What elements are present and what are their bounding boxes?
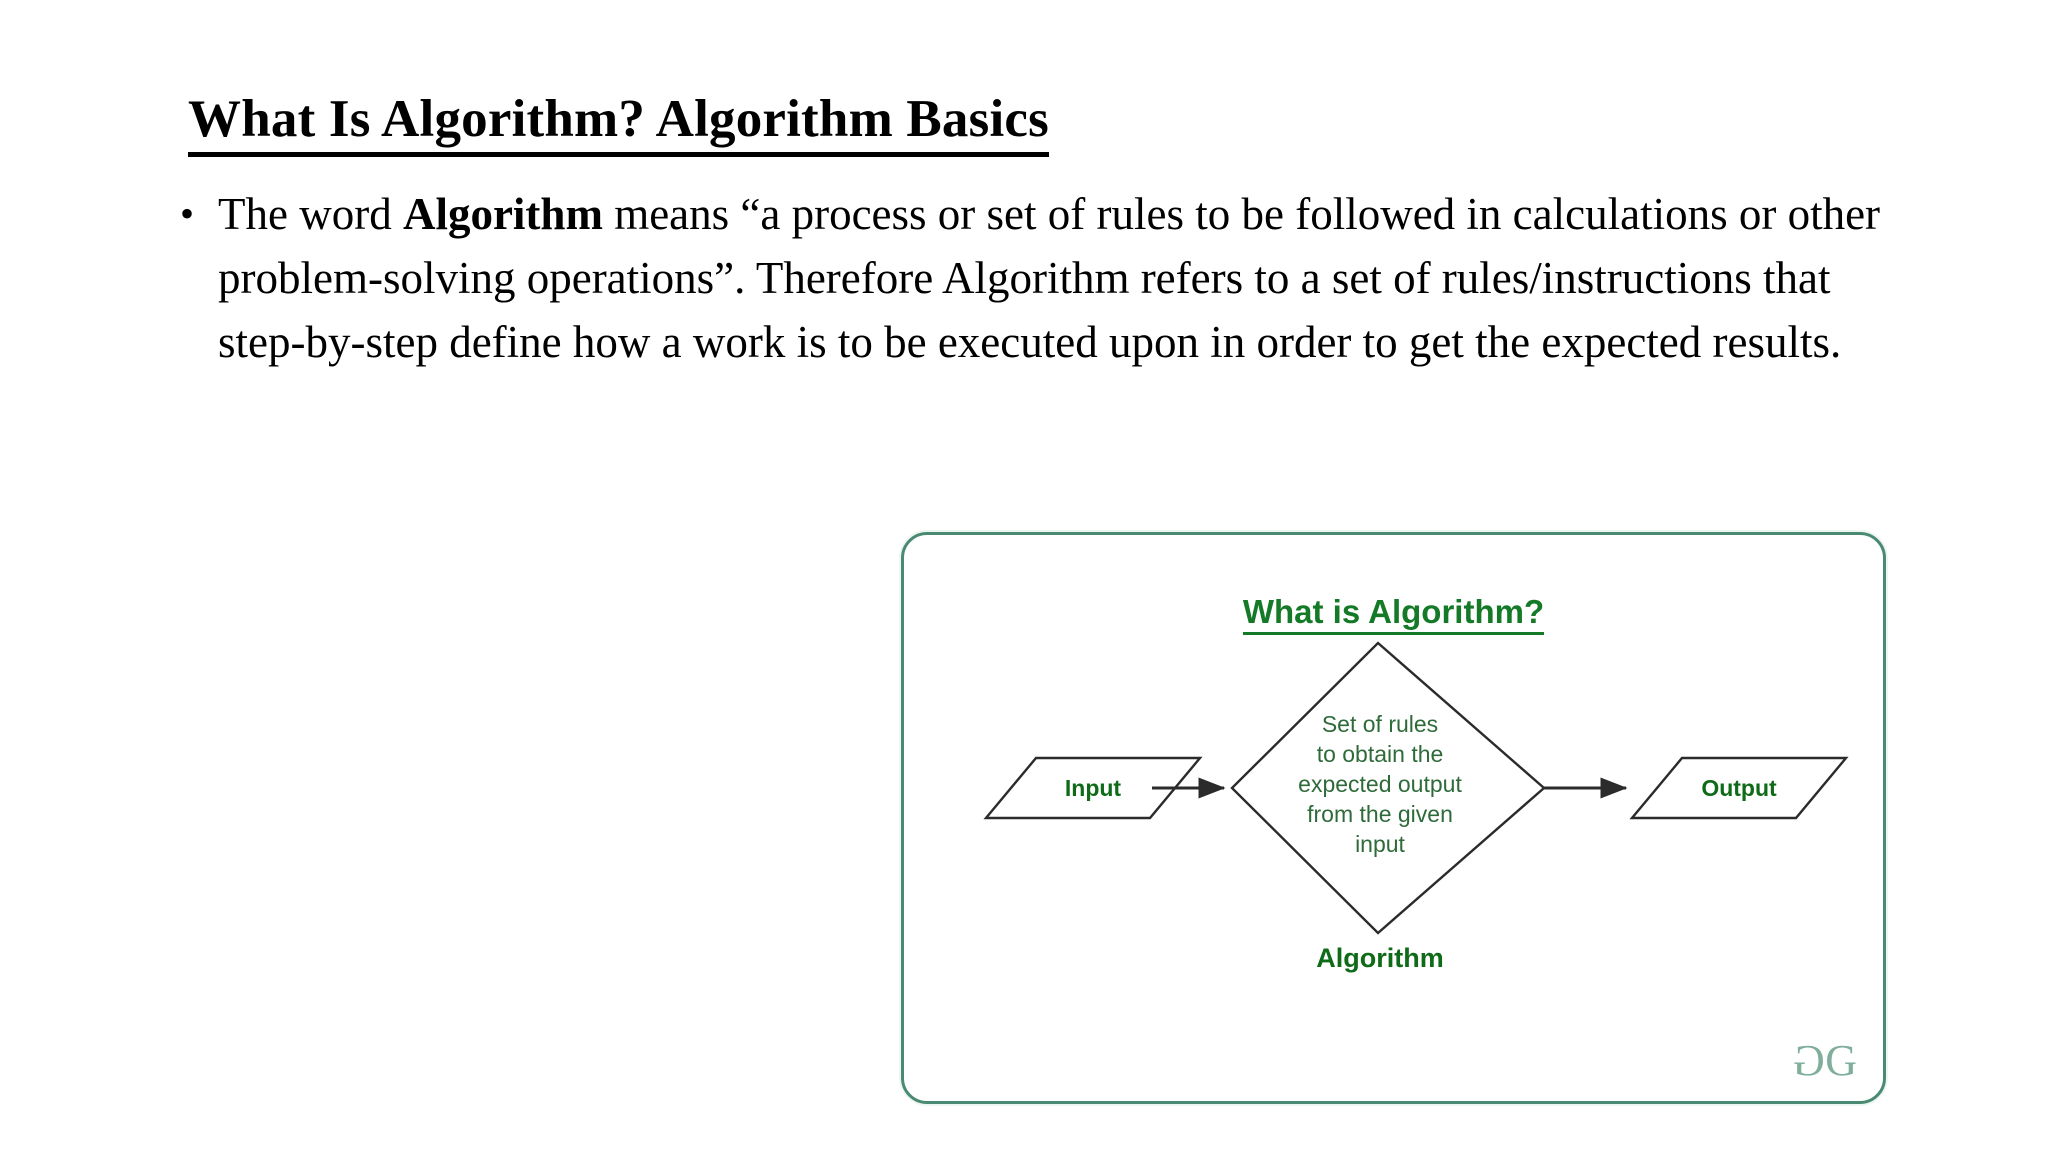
algorithm-diamond-shape (1230, 641, 1546, 935)
bullet-paragraph: The word Algorithm means “a process or s… (218, 182, 1883, 374)
watermark-left-glyph: G (1795, 1036, 1826, 1085)
bullet-text-lead: The word (218, 189, 403, 239)
diamond-line-2: to obtain the (1317, 741, 1444, 767)
algorithm-caption: Algorithm (1316, 943, 1444, 973)
diamond-line-4: from the given (1307, 801, 1453, 827)
output-label: Output (1701, 775, 1777, 801)
input-label: Input (1065, 775, 1122, 801)
page-title: What Is Algorithm? Algorithm Basics (188, 91, 1049, 157)
algorithm-diagram-card: What is Algorithm? Input Set of rules to… (901, 532, 1886, 1104)
diamond-line-5: input (1355, 831, 1405, 857)
bullet-text-emphasis: Algorithm (402, 189, 603, 239)
diagram-heading-text: What is Algorithm? (1242, 593, 1545, 635)
bullet-list: • The word Algorithm means “a process or… (178, 182, 1898, 374)
list-item: • The word Algorithm means “a process or… (178, 182, 1898, 374)
bullet-text-rest: means “a process or set of rules to be f… (218, 189, 1881, 367)
watermark-right-glyph: G (1825, 1036, 1857, 1085)
diamond-line-1: Set of rules (1322, 711, 1438, 737)
flowchart-svg: Input Set of rules to obtain the expecte… (983, 641, 1849, 973)
diagram-heading: What is Algorithm? (904, 593, 1883, 635)
page-title-text: What Is Algorithm? Algorithm Basics (188, 91, 1049, 157)
output-shape (1629, 756, 1849, 820)
diamond-line-3: expected output (1298, 771, 1462, 797)
bullet-marker: • (180, 191, 195, 236)
diagram-inner: What is Algorithm? Input Set of rules to… (904, 535, 1883, 1101)
input-shape (983, 756, 1203, 820)
geeksforgeeks-watermark-logo: GG (1795, 1036, 1857, 1085)
